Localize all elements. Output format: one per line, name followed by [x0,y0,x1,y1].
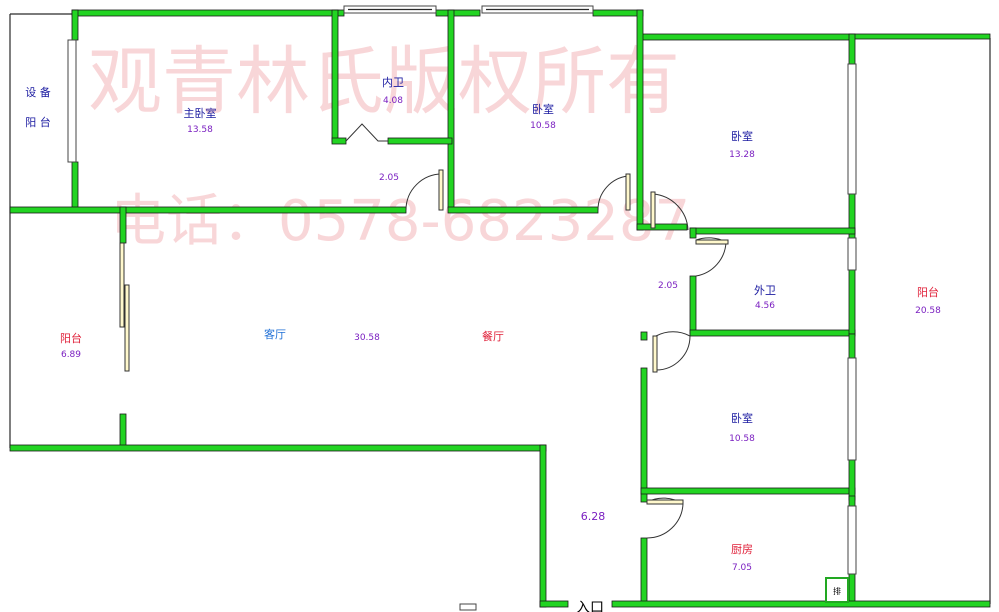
equip-balcony-label-2: 阳 台 [25,115,51,129]
outer-bath-area: 4.56 [755,301,775,311]
dining-room-name: 餐厅 [482,329,504,343]
bedroom-c-name: 卧室 [731,411,753,425]
duct-box [825,577,849,603]
inner-bath-folding-door [345,123,388,142]
left-balcony-area: 6.89 [61,350,81,360]
upper-hall-area: 2.05 [379,173,399,183]
inner-bath-area: 4.08 [383,96,403,106]
side-hall-area: 2.05 [658,281,678,291]
bedroom-a-name: 卧室 [532,102,554,116]
entry-hall-area: 6.28 [581,510,606,523]
big-balcony-area: 20.58 [915,306,941,316]
watermark-phone: 电话：0578-6823287 [110,189,690,254]
equip-balcony-label-1: 设 备 [25,85,51,99]
watermark-copyright: 观青林氏版权所有 [88,39,680,125]
walls [9,9,991,608]
bedroom-b-area: 13.28 [729,150,755,160]
bedroom-a-area: 10.58 [530,121,556,131]
duct-symbol: 排 [833,586,841,596]
doors [405,169,729,539]
living-room-area: 30.58 [354,333,380,343]
inner-bath-name: 内卫 [382,75,404,89]
balcony-sliding-door [119,242,130,372]
outer-bath-name: 外卫 [754,284,776,297]
kitchen-name: 厨房 [731,543,753,556]
big-balcony-name: 阳台 [917,285,939,299]
master-bedroom-area: 13.58 [187,125,213,135]
kitchen-area: 7.05 [732,563,752,573]
master-bedroom-name: 主卧室 [184,106,217,120]
living-room-name: 客厅 [264,327,286,341]
bedroom-c-area: 10.58 [729,434,755,444]
windows [67,5,857,611]
entrance-label: 入口 [576,600,604,612]
left-balcony-name: 阳台 [60,331,82,345]
bedroom-b-name: 卧室 [731,129,753,143]
